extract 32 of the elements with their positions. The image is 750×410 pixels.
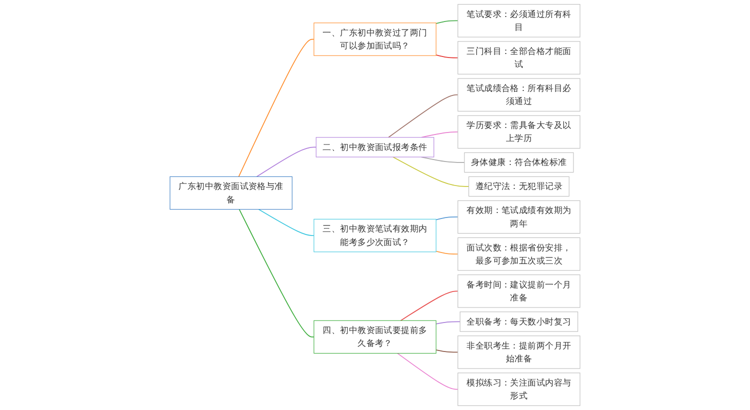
- node-box: 身体健康：符合体检标准: [464, 152, 574, 173]
- connector: [436, 321, 460, 324]
- node-box: 笔试要求：必须通过所有科目: [458, 4, 580, 38]
- connector: [388, 94, 458, 138]
- node-box: 广东初中教资面试资格与准备: [170, 176, 292, 210]
- node-box: 三、初中教资笔试有效期内能考多少次面试？: [314, 218, 436, 252]
- node-box: 笔试成绩合格：所有科目必须通过: [458, 78, 580, 112]
- connector: [397, 352, 458, 390]
- connector: [392, 156, 470, 187]
- connector: [436, 250, 458, 254]
- node-box: 模拟练习：关注面试内容与形式: [458, 372, 580, 406]
- connector: [436, 20, 458, 24]
- node-box: 全职备考：每天数小时复习: [460, 312, 578, 332]
- connector: [420, 132, 458, 138]
- connector: [436, 54, 458, 58]
- connector: [436, 349, 458, 353]
- node-box: 一、广东初中教资过了两门可以参加面试吗？: [314, 22, 436, 56]
- node-box: 四、初中教资面试要提前多久备考？: [314, 320, 436, 354]
- connector: [238, 208, 314, 338]
- node-box: 备考时间：建议提前一个月准备: [458, 274, 580, 308]
- connector: [258, 208, 314, 236]
- node-box: 二、初中教资面试报考条件: [316, 137, 434, 158]
- node-box: 非全职考生：提前两个月开始准备: [458, 336, 580, 369]
- connector: [436, 216, 458, 220]
- node-box: 有效期：笔试成绩有效期为两年: [458, 200, 580, 234]
- node-box: 面试次数：根据省份安排，最多可参加五次或三次: [458, 237, 580, 271]
- node-box: 学历要求：需具备大专及以上学历: [458, 115, 580, 149]
- connector: [256, 146, 317, 178]
- connector: [400, 290, 458, 322]
- node-box: 三门科目：全部合格才能面试: [458, 41, 580, 74]
- connector: [238, 38, 314, 178]
- node-box: 遵纪守法：无犯罪记录: [468, 176, 570, 197]
